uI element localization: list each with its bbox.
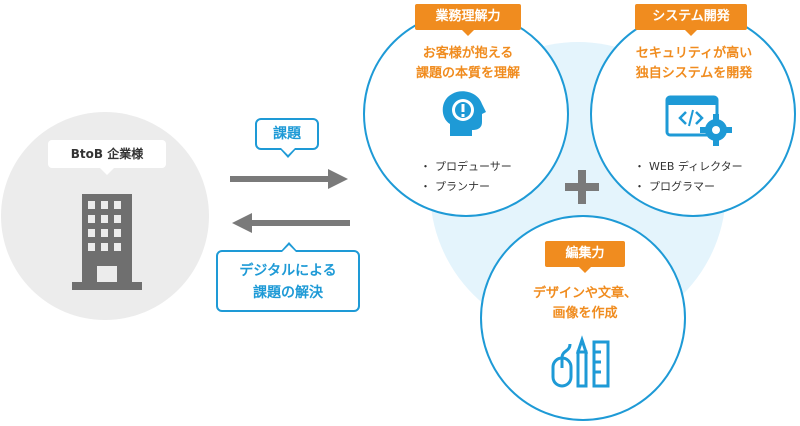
business-headline-line-1: お客様が抱える	[422, 46, 514, 61]
role-item: ・WEB ディレクター	[634, 160, 743, 173]
arrow-right-icon	[230, 169, 348, 189]
solution-line-1: デジタルによる	[239, 263, 337, 279]
solution-line-2: 課題の解決	[253, 285, 323, 301]
role-item: ・プロデューサー	[420, 160, 512, 173]
system-roles: ・WEB ディレクター ・プログラマー	[634, 157, 743, 197]
arrow-left-icon	[232, 213, 350, 233]
edit-headline-line-1: デザインや文章、	[532, 286, 637, 301]
system-headline-line-1: セキュリティが高い	[635, 46, 753, 61]
solution-bubble: デジタルによる 課題の解決	[216, 242, 360, 312]
edit-tag: 編集力	[545, 241, 625, 273]
plus-icon	[565, 170, 599, 204]
code-gear-icon	[665, 95, 732, 146]
design-tools-icon	[551, 335, 610, 388]
system-tag: システム開発	[635, 4, 747, 36]
building-icon	[72, 194, 142, 290]
business-headline: お客様が抱える 課題の本質を理解	[370, 44, 566, 84]
role-item: ・プランナー	[420, 180, 490, 193]
business-roles: ・プロデューサー ・プランナー	[420, 157, 512, 197]
role-item: ・プログラマー	[634, 180, 715, 193]
system-headline: セキュリティが高い 独自システムを開発	[596, 44, 792, 84]
head-exclamation-icon	[442, 91, 486, 136]
edit-headline: デザインや文章、 画像を作成	[490, 284, 680, 324]
system-headline-line-2: 独自システムを開発	[635, 66, 753, 81]
company-label: BtoB 企業様	[48, 140, 166, 175]
edit-headline-line-2: 画像を作成	[552, 306, 618, 321]
edit-circle	[480, 215, 686, 421]
issue-bubble: 課題	[255, 118, 319, 158]
business-headline-line-2: 課題の本質を理解	[415, 66, 520, 81]
business-tag: 業務理解力	[415, 4, 521, 36]
